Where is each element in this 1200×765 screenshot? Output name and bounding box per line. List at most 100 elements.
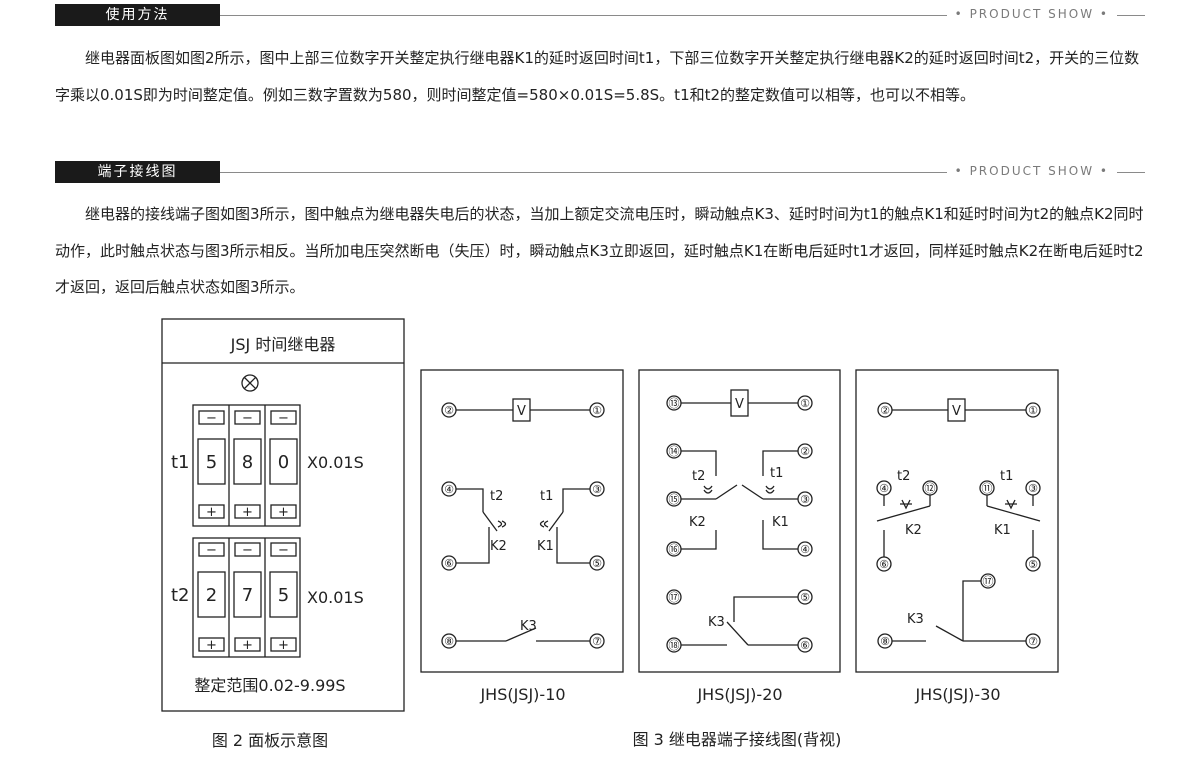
section-header-wiring: 端子接线图 PRODUCT SHOW <box>55 161 1145 183</box>
t2-unit: X0.01S <box>307 588 364 607</box>
svg-text:t2: t2 <box>692 469 705 484</box>
panel-header: JSJ 时间继电器 <box>230 335 336 354</box>
usage-paragraph: 继电器面板图如图2所示，图中上部三位数字开关整定执行继电器K1的延时返回时间t1… <box>55 49 1140 104</box>
section-header-usage: 使用方法 PRODUCT SHOW <box>55 4 1145 26</box>
wiring-paragraph: 继电器的接线端子图如图3所示，图中触点为继电器失电后的状态，当加上额定交流电压时… <box>55 205 1144 296</box>
svg-text:③: ③ <box>592 483 602 496</box>
svg-text:②: ② <box>444 404 454 417</box>
t2-digit-switch-1[interactable]: − 2 + <box>197 542 226 653</box>
instant-contact-k3 <box>726 621 749 646</box>
delay-contact-k2 <box>482 511 498 532</box>
svg-text:+: + <box>278 505 289 520</box>
svg-text:−: − <box>242 411 253 426</box>
svg-text:K3: K3 <box>708 615 725 630</box>
wiring-diagram-20: ⑬ ① V ⑭ ⑮ ⑯ t2 K2 ② ③ ④ t1 K1 <box>638 369 841 704</box>
svg-text:t2: t2 <box>897 469 910 484</box>
svg-text:+: + <box>206 505 217 520</box>
diagram-label-30: JHS(JSJ)-30 <box>914 685 1000 704</box>
svg-text:④: ④ <box>879 482 889 495</box>
t1-digit-switch-3[interactable]: − 0 + <box>269 410 298 520</box>
wiring-diagram-10: ② ① V ④ ⑥ t2 K2 ③ ⑤ t1 K1 ⑧ ⑦ <box>420 369 624 704</box>
svg-text:⑰: ⑰ <box>983 575 994 588</box>
terminal <box>876 556 892 572</box>
panel-outline <box>161 318 405 712</box>
svg-text:③: ③ <box>1028 482 1038 495</box>
svg-text:+: + <box>242 505 253 520</box>
svg-text:K1: K1 <box>772 515 789 530</box>
section-title-usage: 使用方法 <box>55 4 220 26</box>
circled-x-indicator-icon <box>241 374 259 392</box>
svg-text:V: V <box>952 404 961 419</box>
t1-switch-group <box>192 404 301 527</box>
setting-range: 整定范围0.02-9.99S <box>194 676 345 695</box>
svg-text:K2: K2 <box>490 539 507 554</box>
svg-text:⑧: ⑧ <box>880 635 890 648</box>
svg-text:⑬: ⑬ <box>669 397 680 410</box>
instant-contact-k3 <box>935 625 964 642</box>
wiring-diagram-30: ② ① V ④ ⑫ ⑥ t2 K2 ⑪ ③ ⑤ t1 K1 <box>855 369 1059 704</box>
delay-contact-k1 <box>986 505 1041 522</box>
svg-text:⑮: ⑮ <box>669 493 680 506</box>
svg-text:⑦: ⑦ <box>592 635 602 648</box>
svg-text:−: − <box>278 411 289 426</box>
t1-unit: X0.01S <box>307 453 364 472</box>
section-divider <box>220 15 1145 16</box>
svg-text:②: ② <box>800 445 810 458</box>
svg-text:K1: K1 <box>537 539 554 554</box>
terminal <box>666 589 682 605</box>
section-title-wiring: 端子接线图 <box>55 161 220 183</box>
instant-contact-k3 <box>505 627 537 642</box>
section-tagline: PRODUCT SHOW <box>946 7 1117 21</box>
svg-text:⑥: ⑥ <box>444 557 454 570</box>
svg-text:t2: t2 <box>490 489 503 504</box>
svg-text:⑯: ⑯ <box>669 543 680 556</box>
t2-digit-switch-3[interactable]: − 5 + <box>269 542 298 653</box>
svg-text:V: V <box>735 397 744 412</box>
svg-text:④: ④ <box>444 483 454 496</box>
svg-text:⑧: ⑧ <box>444 635 454 648</box>
svg-text:⑥: ⑥ <box>800 639 810 652</box>
svg-text:⑤: ⑤ <box>592 557 602 570</box>
wiring-diagram-frame <box>420 369 624 673</box>
svg-text:−: − <box>278 543 289 558</box>
t2-switch-group <box>192 537 301 658</box>
wiring-diagram-frame <box>855 369 1059 673</box>
svg-text:⑪: ⑪ <box>982 482 993 495</box>
t1-digit-2: 8 <box>242 452 253 473</box>
t1-digit-switch-1[interactable]: − 5 + <box>197 410 226 520</box>
figure3-caption: 图 3 继电器端子接线图(背视) <box>633 730 842 749</box>
t1-digit-3: 0 <box>278 452 289 473</box>
section-tagline: PRODUCT SHOW <box>946 164 1117 178</box>
svg-text:−: − <box>206 411 217 426</box>
svg-text:V: V <box>517 404 526 419</box>
delay-contact-k1 <box>548 511 564 532</box>
svg-text:K3: K3 <box>520 619 537 634</box>
t2-label: t2 <box>171 585 190 606</box>
panel-diagram: JSJ 时间继电器 t1 X0.01S − 5 + − 8 + <box>161 318 405 750</box>
svg-text:⑰: ⑰ <box>669 591 680 604</box>
wiring-diagram-frame <box>638 369 841 673</box>
svg-text:⑱: ⑱ <box>669 639 680 652</box>
t2-digit-2: 7 <box>242 585 253 606</box>
svg-text:+: + <box>206 638 217 653</box>
t1-digit-1: 5 <box>206 452 217 473</box>
svg-text:+: + <box>242 638 253 653</box>
svg-text:⑭: ⑭ <box>669 445 680 458</box>
svg-text:−: − <box>206 543 217 558</box>
svg-text:⑫: ⑫ <box>925 482 936 495</box>
svg-text:−: − <box>242 543 253 558</box>
svg-text:③: ③ <box>800 493 810 506</box>
diagram-label-10: JHS(JSJ)-10 <box>479 685 565 704</box>
svg-text:t1: t1 <box>770 466 783 481</box>
diagram-label-20: JHS(JSJ)-20 <box>696 685 782 704</box>
t1-digit-switch-2[interactable]: − 8 + <box>233 410 262 520</box>
svg-text:②: ② <box>880 404 890 417</box>
t2-digit-switch-2[interactable]: − 7 + <box>233 542 262 653</box>
section-divider <box>220 172 1145 173</box>
svg-text:⑥: ⑥ <box>879 558 889 571</box>
terminal <box>1025 556 1041 572</box>
svg-text:+: + <box>278 638 289 653</box>
t1-label: t1 <box>171 452 190 473</box>
svg-text:⑦: ⑦ <box>1028 635 1038 648</box>
